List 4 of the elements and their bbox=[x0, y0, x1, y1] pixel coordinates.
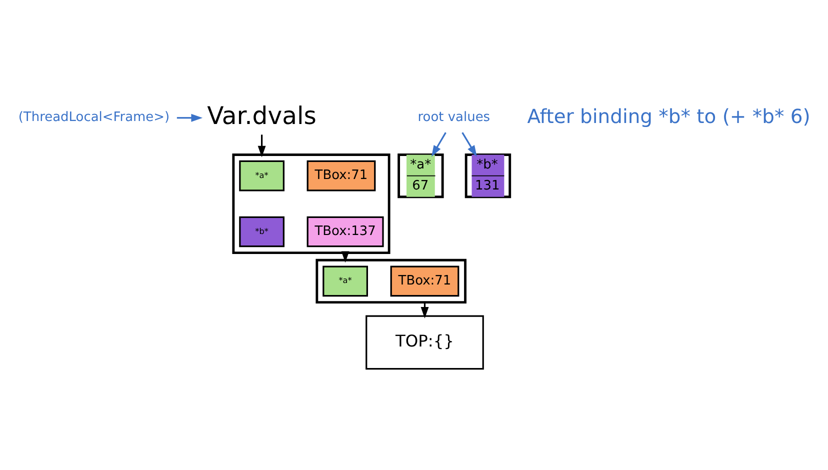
node-text: Var.dvals bbox=[207, 100, 316, 130]
node-text: root values bbox=[418, 110, 490, 125]
label: After binding *b* to (+ *b* 6) bbox=[527, 104, 810, 128]
node-text: (ThreadLocal<Frame>) bbox=[18, 110, 170, 125]
